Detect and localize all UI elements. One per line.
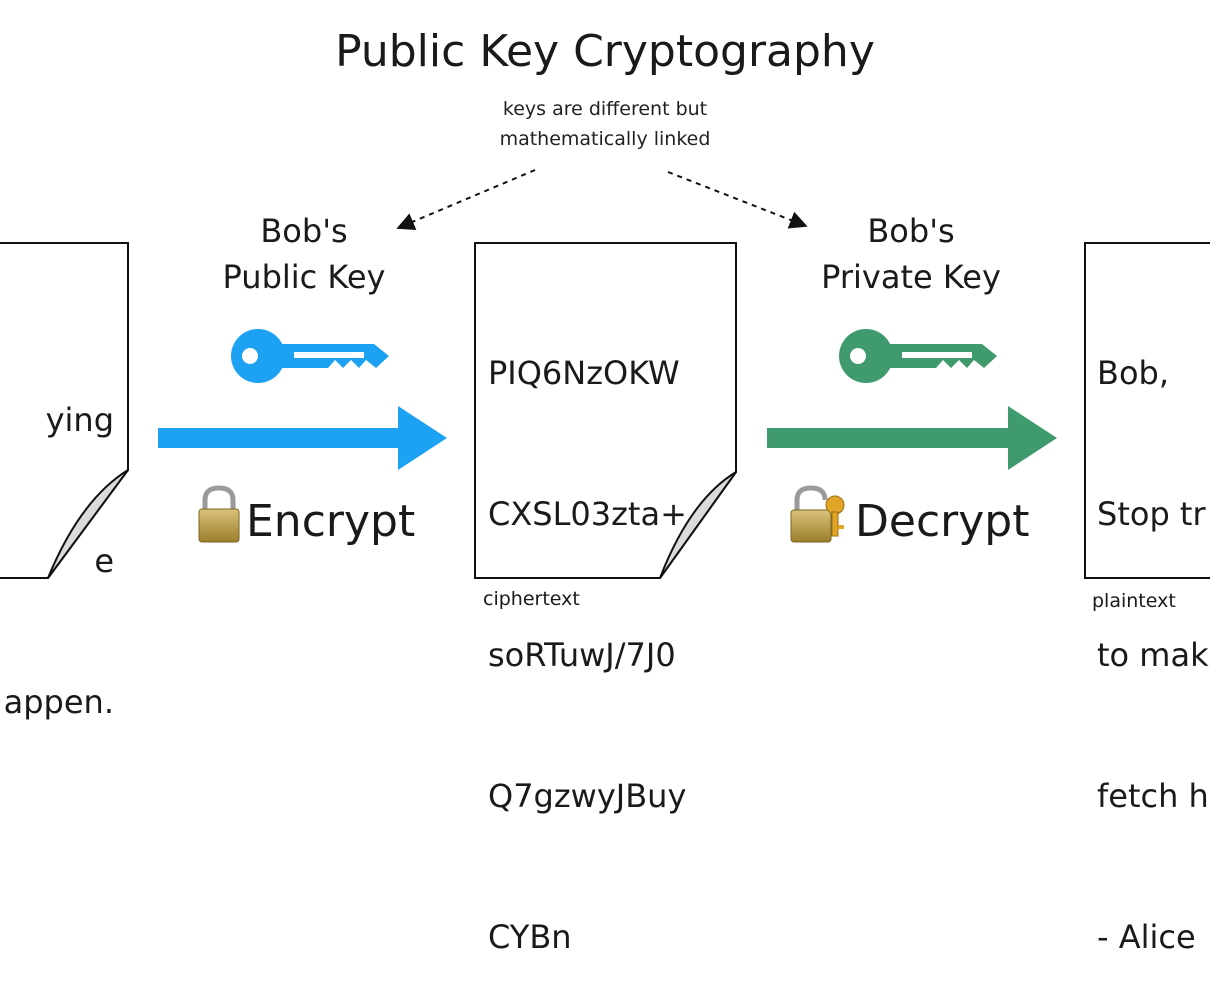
unlock-icon (790, 485, 845, 543)
subtitle: keys are different but mathematically li… (0, 94, 1210, 154)
left-doc-line: e (94, 542, 114, 580)
plain-line: Bob, (1097, 354, 1170, 392)
right-document-text: Bob, Stop tr to mak fetch h - Alice (1097, 256, 1210, 1008)
subtitle-line: keys are different but (502, 98, 708, 120)
link-arrow-left (396, 169, 536, 230)
cipher-line: PIQ6NzOKW (488, 354, 680, 392)
plain-line: fetch h (1097, 777, 1209, 815)
cipher-line: soRTuwJ/7J0 (488, 636, 676, 674)
public-key-label-line: Bob's (260, 212, 348, 250)
plain-line: - Alice (1097, 918, 1196, 956)
encrypt-label: Encrypt (246, 496, 416, 547)
subtitle-line: mathematically linked (499, 128, 711, 150)
encrypt-arrow (158, 406, 447, 470)
cipher-document (474, 242, 737, 579)
diagram-art (0, 169, 1210, 579)
ciphertext-caption: ciphertext (483, 588, 580, 610)
private-key-label: Bob's Private Key (781, 208, 1041, 300)
plain-line: to mak (1097, 636, 1209, 674)
lock-icon (198, 485, 240, 543)
public-key-icon (231, 329, 389, 383)
public-key-label: Bob's Public Key (174, 208, 434, 300)
cipher-line: CXSL03zta+ (488, 495, 687, 533)
decrypt-label: Decrypt (855, 496, 1030, 547)
link-arrow-right (667, 171, 808, 229)
public-key-label-line: Public Key (222, 258, 386, 296)
cipher-document-text: PIQ6NzOKW CXSL03zta+ soRTuwJ/7J0 Q7gzwyJ… (488, 256, 687, 1008)
private-key-label-line: Bob's (867, 212, 955, 250)
left-doc-line: ying (45, 401, 114, 439)
cipher-line: Q7gzwyJBuy (488, 777, 687, 815)
plain-line: Stop tr (1097, 495, 1206, 533)
page-title: Public Key Cryptography (335, 26, 875, 77)
decrypt-arrow (767, 406, 1057, 470)
left-doc-line: appen. (3, 683, 114, 721)
left-document (0, 242, 129, 579)
cipher-line: CYBn (488, 918, 572, 956)
left-document-text: ying e appen. (4, 303, 114, 773)
right-document (1084, 242, 1210, 579)
plaintext-caption: plaintext (1092, 590, 1176, 612)
private-key-icon (839, 329, 997, 383)
private-key-label-line: Private Key (821, 258, 1001, 296)
